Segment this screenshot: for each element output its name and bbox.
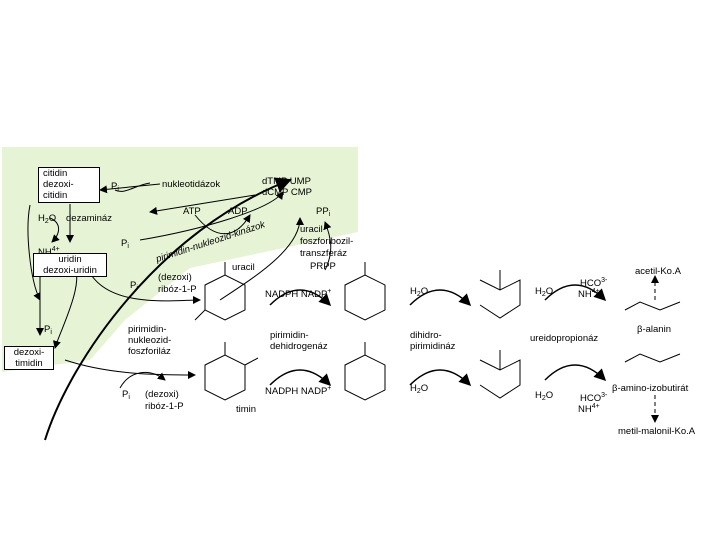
nadph-top: NADPH NADP+: [265, 288, 332, 300]
dezoxi-ribozP-top-1: (dezoxi): [158, 272, 192, 283]
uridin-box: uridin dezoxi-uridin: [33, 253, 107, 277]
arrow-prpp-ppi: [323, 221, 332, 271]
dezoxicitidin-label-2: citidin: [43, 190, 68, 201]
dezoxitimidin-box: dezoxi- timidin: [4, 346, 54, 370]
ureidoisobutyrate-structure: [479, 350, 521, 399]
ureidopropionate-structure: [479, 270, 521, 319]
dtmp-label: dTMP UMP: [262, 176, 311, 187]
pi-bot: Pi: [122, 389, 130, 401]
nh4-left: NH4+: [38, 246, 60, 258]
uracil-enzyme-1: uracil-: [300, 224, 326, 235]
dezoxiuridin-label: dezoxi-uridin: [43, 265, 97, 276]
arrow-kinaz-up: [139, 191, 284, 241]
foszforilaz-1: pirimidin-: [128, 324, 167, 335]
nh4-bot: NH4+: [578, 403, 600, 415]
citidin-box: citidin dezoxi- citidin: [38, 167, 100, 203]
beta-aminoisobutyrat-backbone: [624, 353, 681, 363]
arrow-pi-top: [114, 182, 151, 192]
arrow-ureido-top: [544, 284, 607, 302]
nadph-bot: NADPH NADP+: [265, 385, 332, 397]
arrow-atp-adp: [194, 214, 251, 235]
dezoxi-ribozP-top-2: ribóz-1-P: [158, 284, 197, 295]
pi-left: Pi: [44, 324, 52, 336]
h2o-d: H2O: [535, 390, 554, 402]
nh4-top: NH4+: [578, 288, 600, 300]
h2o-c: H2O: [535, 286, 554, 298]
hco3-top: HCO3-: [580, 277, 608, 289]
dezoxitimidin-label-2: timidin: [15, 358, 43, 369]
uracil-structure: [194, 262, 246, 321]
dihydrotimin-structure: [344, 342, 386, 401]
arrow-dtmp-down: [149, 194, 256, 215]
adp-label: ADP: [228, 206, 248, 217]
timin-label: timin: [236, 404, 257, 415]
dezoxitimidin-label-1: dezoxi-: [13, 347, 45, 358]
ppi-label: PPi: [316, 206, 331, 218]
prpp-label: PRPP: [310, 261, 336, 272]
dehidrogenaz-2: dehidrogenáz: [270, 341, 328, 352]
dihidropirimidinaz-2: pirimidináz: [410, 341, 456, 352]
arrow-dezoxitimidin-to-timin: [64, 359, 196, 379]
foszforilaz-3: foszforiláz: [128, 346, 171, 357]
h2o-a: H2O: [410, 286, 429, 298]
dezoxi-ribozP-bot-2: ribóz-1-P: [145, 401, 184, 412]
citidin-label: citidin: [43, 168, 68, 179]
arrow-nukleotidazok: [99, 183, 161, 194]
uracil-label: uracil: [232, 262, 255, 273]
arrow-pi-bot: [119, 372, 166, 389]
timin-structure: [204, 342, 259, 401]
arrow-ureido-bot: [544, 364, 607, 382]
arrow-h2o-top: [409, 289, 472, 307]
pi-mid2: Pi: [130, 280, 138, 292]
uracil-enzyme-2: foszforibozil-: [300, 236, 354, 247]
dezaminaz-label: dezamináz: [66, 213, 112, 224]
acetil-koa-label: acetil-Ko.A: [635, 266, 681, 277]
foszforilaz-2: nukleozid-: [128, 335, 172, 346]
arrow-nadph-top: [269, 289, 332, 307]
dehidrogenaz-1: pirimidin-: [270, 330, 309, 341]
nukleotidazok-label: nukleotidázok: [162, 179, 221, 190]
dezoxicitidin-label-1: dezoxi-: [43, 179, 74, 190]
beta-alanin-backbone: [624, 301, 681, 311]
dihidropirimidinaz-1: dihidro-: [410, 330, 442, 341]
atp-label: ATP: [183, 206, 201, 217]
arrow-long-diagonal: [44, 177, 292, 441]
pi-top: Pi: [111, 181, 119, 193]
hco3-bot: HCO3-: [580, 392, 608, 404]
pi-mid: Pi: [121, 238, 129, 250]
uracil-enzyme-3: transzferáz: [300, 248, 347, 259]
arrow-citidin-to-pi: [27, 204, 41, 301]
arrow-h2o-bot: [409, 369, 472, 387]
metil-malonil-koa-label: metil-malonil-Ko.A: [618, 426, 696, 437]
ureidopropionaz-label: ureidopropionáz: [530, 333, 599, 344]
arrow-h2o-to-nh4: [49, 217, 60, 243]
dezoxi-ribozP-bot-1: (dezoxi): [145, 389, 179, 400]
arrow-nadph-bot: [269, 369, 332, 387]
arrow-uracil-up: [219, 217, 304, 301]
beta-alanin-label: β-alanin: [637, 324, 671, 335]
h2o-left: H2O: [38, 213, 57, 225]
uridin-label: uridin: [58, 254, 82, 265]
dihydrouracil-structure: [344, 262, 386, 321]
dcmp-label: dCMP CMP: [262, 187, 312, 198]
beta-amino-izobutirat-label: β-amino-izobutirát: [612, 383, 689, 394]
h2o-b: H2O: [410, 383, 429, 395]
